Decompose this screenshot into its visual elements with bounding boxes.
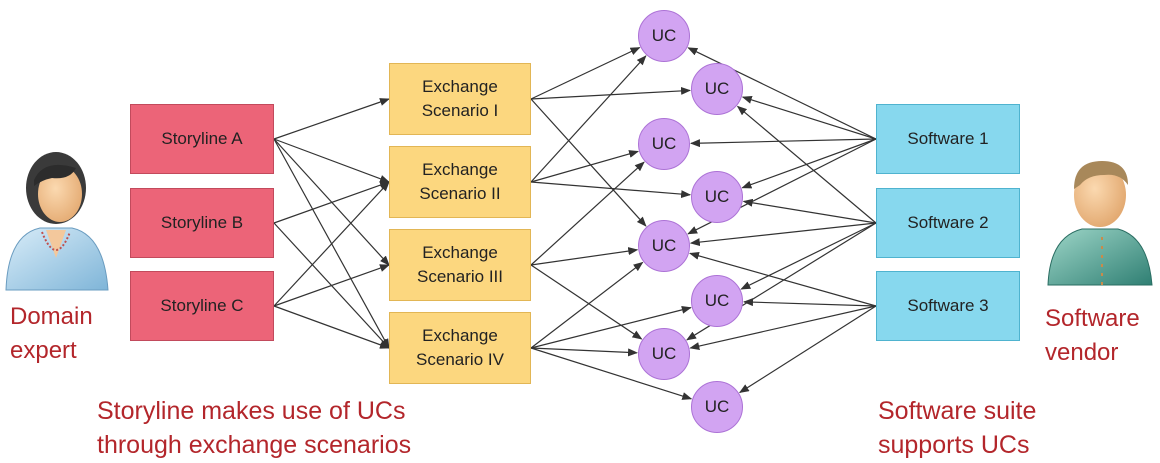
arrow-6 — [273, 181, 390, 307]
use-case-5-node: UC — [638, 220, 690, 272]
arrow-23 — [741, 95, 877, 140]
storyline-b-label: Storyline B — [160, 213, 244, 232]
arrow-19 — [530, 305, 692, 349]
arrow-15 — [530, 161, 645, 266]
use-case-7-label: UC — [651, 344, 677, 363]
arrow-18 — [530, 261, 644, 349]
arrow-34 — [689, 305, 877, 350]
arrow-10 — [530, 47, 641, 100]
storyline-b-box: Storyline B — [130, 188, 274, 258]
use-case-6-label: UC — [704, 291, 730, 310]
storyline-c-box: Storyline C — [130, 271, 274, 341]
domain-expert-label-line1: Domain — [10, 303, 93, 330]
arrow-12 — [530, 55, 647, 183]
use-case-7-node: UC — [638, 328, 690, 380]
arrow-30 — [740, 222, 877, 290]
arrow-16 — [530, 247, 639, 266]
arrow-11 — [530, 98, 647, 227]
exchange-scenario-2-line1: Exchange — [422, 160, 498, 179]
exchange-scenario-3-line2: Scenario III — [417, 267, 503, 286]
left-caption: Storyline makes use of UCs through excha… — [97, 394, 411, 462]
arrow-24 — [689, 138, 877, 148]
exchange-scenario-1-line1: Exchange — [422, 77, 498, 96]
arrow-29 — [689, 222, 877, 247]
arrow-33 — [742, 298, 877, 307]
arrow-7 — [273, 264, 390, 307]
arrow-35 — [738, 305, 877, 394]
use-case-4-label: UC — [704, 187, 730, 206]
software-1-label: Software 1 — [907, 129, 989, 148]
storyline-a-box: Storyline A — [130, 104, 274, 174]
software-vendor-label-line1: Software — [1045, 305, 1140, 332]
arrow-21 — [530, 347, 693, 400]
use-case-8-label: UC — [704, 397, 730, 416]
software-3-box: Software 3 — [876, 271, 1020, 341]
left-caption-line2: through exchange scenarios — [97, 431, 412, 459]
use-case-1-label: UC — [651, 26, 677, 45]
arrow-13 — [530, 150, 640, 183]
software-vendor-label-line2: vendor — [1045, 339, 1119, 366]
use-case-5-label: UC — [651, 236, 677, 255]
storyline-c-label: Storyline C — [160, 296, 244, 315]
arrow-17 — [530, 264, 643, 340]
use-case-8-node: UC — [691, 381, 743, 433]
software-3-label: Software 3 — [907, 296, 989, 315]
domain-expert-label-line2: expert — [10, 337, 77, 364]
right-caption: Software suite supports UCs — [878, 394, 1036, 462]
use-case-2-label: UC — [704, 79, 730, 98]
arrow-0 — [273, 98, 390, 140]
arrow-20 — [530, 347, 639, 357]
arrow-27 — [736, 105, 877, 224]
software-vendor-label: Software vendor — [1045, 302, 1140, 370]
use-case-3-label: UC — [651, 134, 677, 153]
exchange-scenario-4-line2: Scenario IV — [416, 350, 504, 369]
arrow-4 — [273, 181, 390, 224]
software-2-box: Software 2 — [876, 188, 1020, 258]
use-case-1-node: UC — [638, 10, 690, 62]
use-case-6-node: UC — [691, 275, 743, 327]
domain-expert-avatar — [5, 152, 109, 291]
right-caption-line1: Software suite — [878, 397, 1037, 425]
use-case-2-node: UC — [691, 63, 743, 115]
exchange-scenario-3-line1: Exchange — [422, 243, 498, 262]
right-caption-line2: supports UCs — [878, 431, 1030, 459]
arrow-25 — [741, 138, 877, 189]
exchange-scenario-2-line2: Scenario II — [419, 184, 501, 203]
arrow-28 — [742, 198, 877, 224]
software-1-box: Software 1 — [876, 104, 1020, 174]
storyline-a-label: Storyline A — [161, 129, 243, 148]
exchange-scenario-1-line2: Scenario I — [421, 101, 499, 120]
arrow-22 — [687, 47, 877, 140]
domain-expert-label: Domain expert — [10, 300, 93, 368]
arrow-14 — [530, 181, 692, 199]
arrow-32 — [689, 251, 877, 307]
use-case-3-node: UC — [638, 118, 690, 170]
left-caption-line1: Storyline makes use of UCs — [97, 397, 406, 425]
exchange-scenario-4-line1: Exchange — [422, 326, 498, 345]
software-2-label: Software 2 — [907, 213, 989, 232]
arrow-1 — [273, 138, 390, 183]
arrow-8 — [273, 305, 390, 349]
software-vendor-avatar — [1047, 161, 1153, 286]
use-case-4-node: UC — [691, 171, 743, 223]
